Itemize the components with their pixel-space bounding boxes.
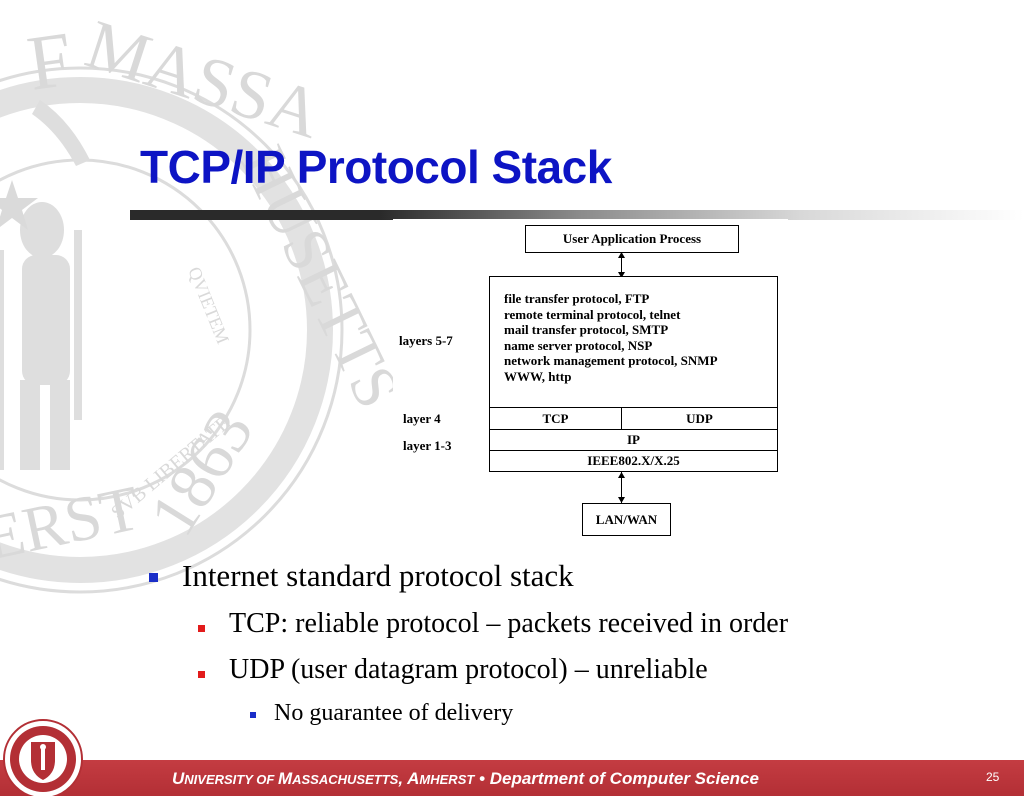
footer-massachusetts: ASSACHUSETTS <box>292 772 399 787</box>
footer-department: Department of Computer Science <box>489 769 759 788</box>
protocol-stack-diagram: User Application Process file transfer p… <box>393 219 788 545</box>
bullet-level2: TCP: reliable protocol – packets receive… <box>229 608 789 639</box>
footer-a: A <box>407 769 420 788</box>
app-protocol: file transfer protocol, FTP <box>504 291 650 306</box>
bullet-level3: No guarantee of delivery <box>274 700 514 726</box>
watermark-quietem: QVIETEM <box>184 264 233 347</box>
app-protocol: WWW, http <box>504 368 572 384</box>
app-protocol: remote terminal protocol, telnet <box>504 306 681 322</box>
tcp-box: TCP <box>489 407 622 430</box>
tcp-label: TCP <box>542 410 569 426</box>
title-underline <box>130 210 1024 220</box>
footer-separator: • <box>474 769 490 788</box>
slide-title: TCP/IP Protocol Stack <box>140 141 612 193</box>
page-number: 25 <box>986 770 1000 784</box>
app-protocol: name server protocol, NSP <box>504 337 653 353</box>
university-seal-logo <box>3 719 83 796</box>
bullet-level2: UDP (user datagram protocol) – unreliabl… <box>229 654 708 685</box>
link-layer-label: IEEE802.X/X.25 <box>587 453 680 468</box>
lanwan-box: LAN/WAN <box>582 503 671 536</box>
application-layer-box: file transfer protocol, FTP remote termi… <box>489 276 778 408</box>
footer-text: UNIVERSITY OF MASSACHUSETTS, AMHERST • D… <box>172 769 759 789</box>
user-app-box: User Application Process <box>525 225 739 253</box>
application-protocol-list: file transfer protocol, FTP remote termi… <box>504 291 718 384</box>
ip-box: IP <box>489 429 778 451</box>
ip-label: IP <box>627 432 640 447</box>
lanwan-label: LAN/WAN <box>595 511 658 527</box>
double-arrow-icon <box>618 252 625 278</box>
footer-university: NIVERSITY OF <box>184 772 278 787</box>
app-protocol: network management protocol, SNMP <box>504 353 718 368</box>
footer-comma: , <box>398 769 408 788</box>
bullet-marker <box>198 671 205 678</box>
footer-u: U <box>172 769 185 788</box>
footer-amherst: MHERST <box>419 772 475 787</box>
layer-label-4: layer 4 <box>403 411 441 426</box>
bullet-level1: Internet standard protocol stack <box>182 558 574 593</box>
arrow-user-app <box>621 253 622 276</box>
udp-label: UDP <box>686 410 713 426</box>
udp-box: UDP <box>621 407 778 430</box>
bullet-marker <box>149 573 158 582</box>
app-protocol: mail transfer protocol, SMTP <box>504 322 669 337</box>
bullet-marker <box>198 625 205 632</box>
layer-label-1-3: layer 1-3 <box>403 438 452 453</box>
layer-label-5-7: layers 5-7 <box>399 333 453 348</box>
double-arrow-icon <box>618 472 625 503</box>
footer-m: M <box>277 769 293 788</box>
footer-bar <box>0 760 1024 796</box>
bullet-marker <box>250 712 256 718</box>
link-layer-box: IEEE802.X/X.25 <box>489 450 778 472</box>
user-app-label: User Application Process <box>562 231 702 246</box>
